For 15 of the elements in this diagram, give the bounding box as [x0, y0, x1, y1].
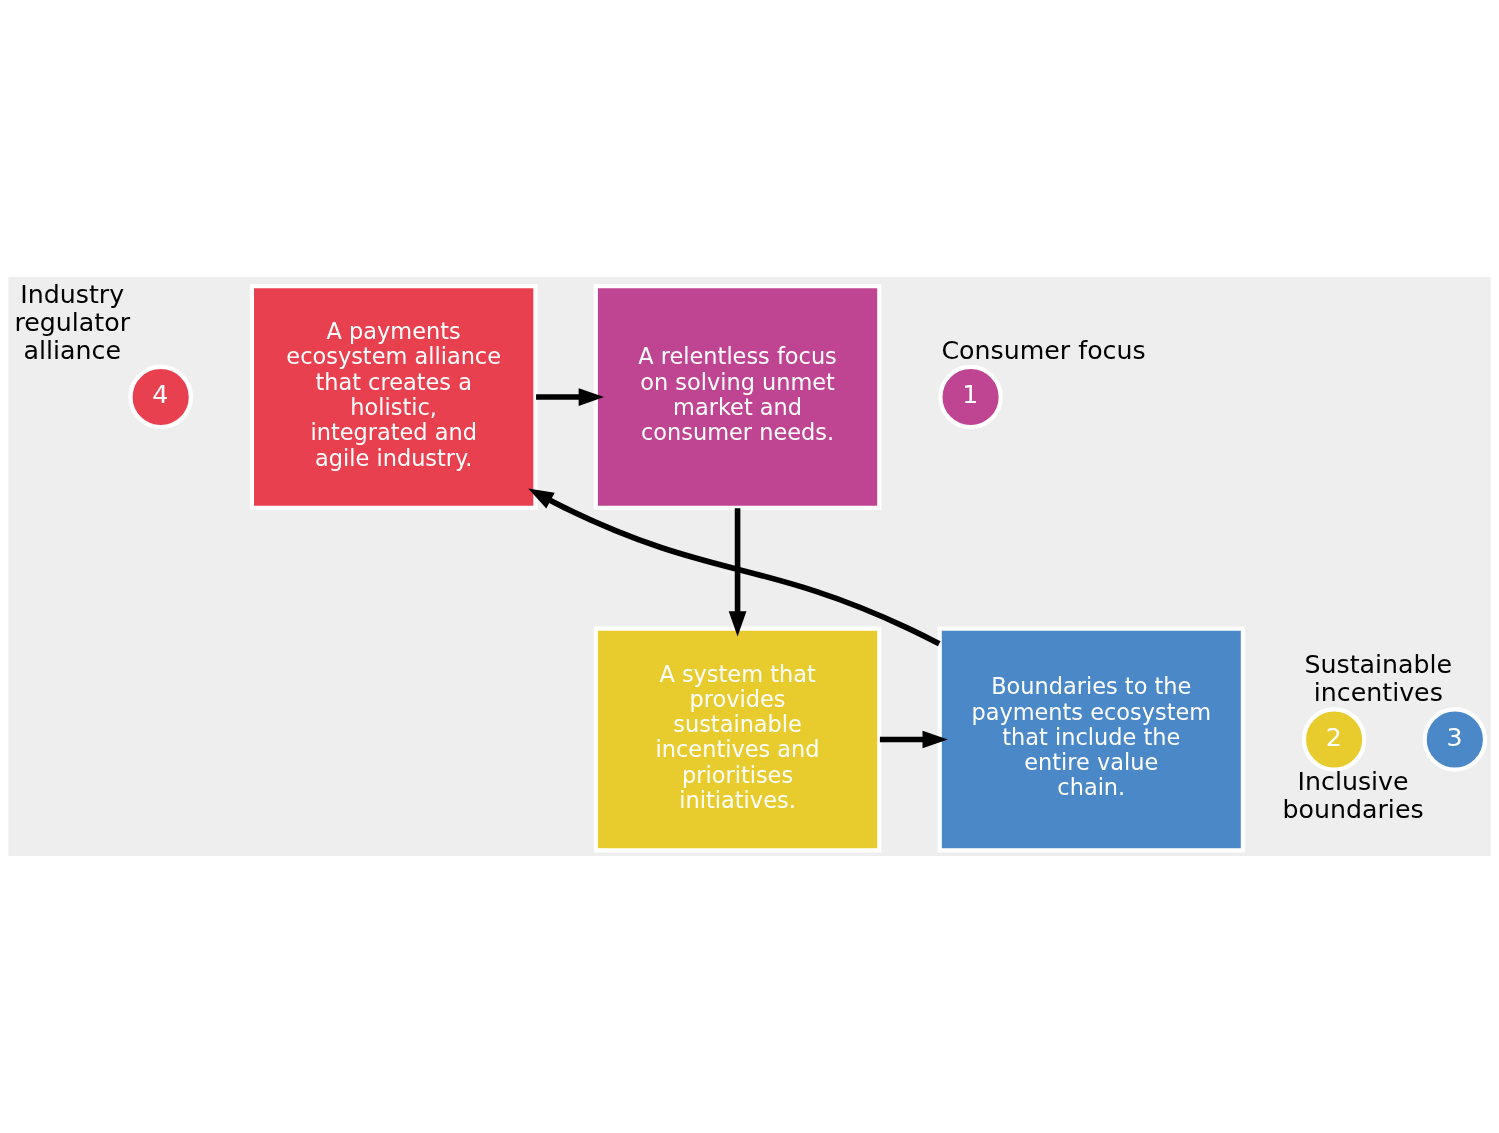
arrow: [536, 388, 604, 406]
node-box: A relentless focus on solving unmet market and consumer needs.: [593, 284, 882, 510]
node-circle: 2: [1301, 707, 1367, 772]
node-circle: 4: [128, 364, 193, 430]
arrow: [528, 488, 941, 647]
node-circle: 1: [938, 364, 1003, 430]
node-label: Sustainable incentives: [1304, 650, 1453, 708]
node-box: Boundaries to the payments ecosystem that include the entire value chain.: [937, 626, 1245, 853]
node-label: Consumer focus: [941, 335, 1146, 365]
node-box: A payments ecosystem alliance that creates a holistic, integrated and agile industry.: [249, 284, 538, 510]
arrow: [728, 508, 747, 637]
arrow: [879, 730, 948, 749]
node-label: Industry regulator alliance: [14, 279, 131, 365]
node-box: A system that provides sustainable incentives and prioritises initiatives.: [593, 626, 882, 853]
node-circle: 3: [1422, 707, 1488, 772]
